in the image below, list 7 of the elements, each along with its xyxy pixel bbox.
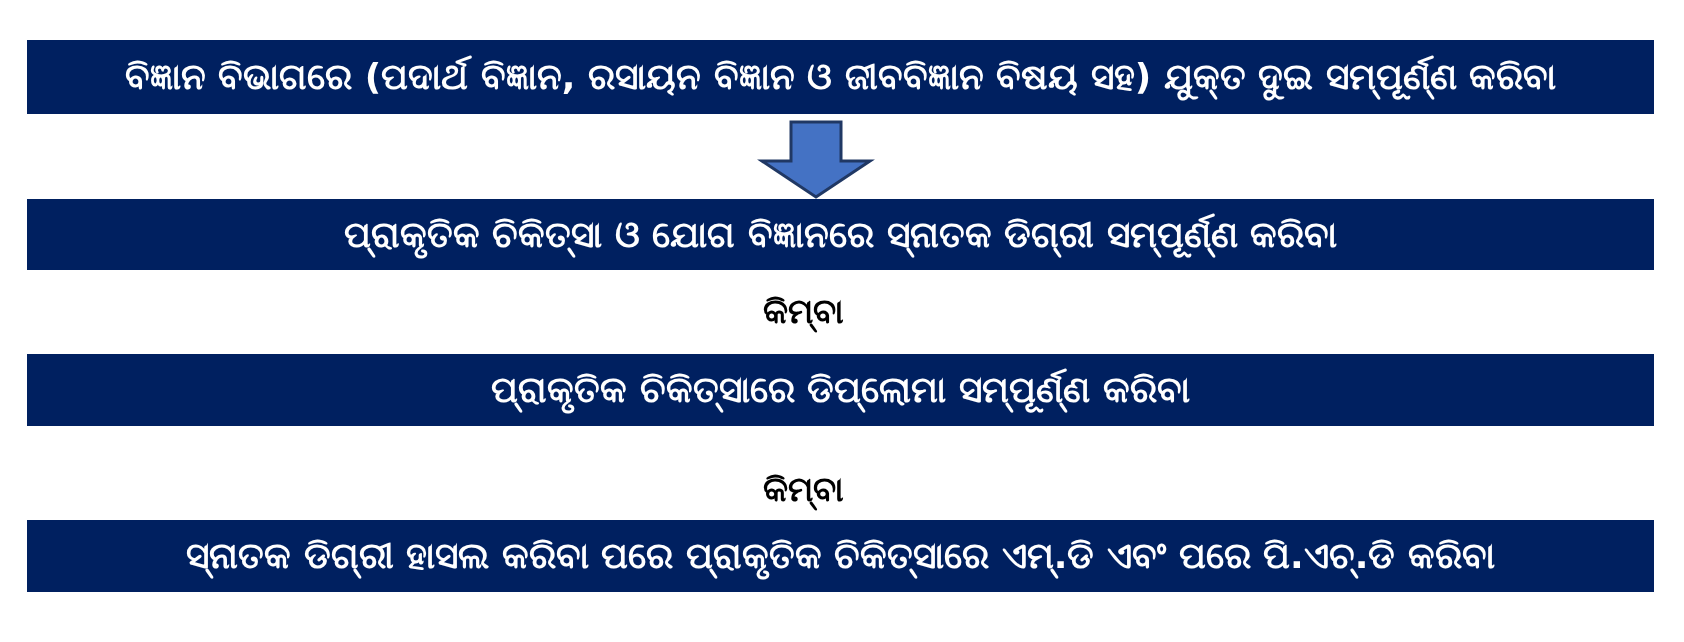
separator-label: କିମ୍ବା bbox=[762, 468, 844, 510]
block-arrow bbox=[757, 120, 875, 199]
banner: ସ୍ନାତକ ଡିଗ୍ରୀ ହାସଲ କରିବା ପରେ ପ୍ରାକୃତିକ ଚିକିତ୍ସାରେ ଏମ୍.ଡି ଏବଂ ପରେ ପି.ଏଚ୍.ଡି କରିବା bbox=[27, 520, 1654, 592]
banner: ପ୍ରାକୃତିକ ଚିକିତ୍ସା ଓ ଯୋଗ ବିଜ୍ଞାନରେ ସ୍ନାତକ ଡିଗ୍ରୀ ସମ୍ପୂର୍ଣ୍ଣ କରିବା bbox=[27, 199, 1654, 270]
banner: ବିଜ୍ଞାନ ବିଭାଗରେ (ପଦାର୍ଥ ବିଜ୍ଞାନ, ରସାୟନ ବିଜ୍ଞାନ ଓ ଜୀବବିଜ୍ଞାନ ବିଷୟ ସହ) ଯୁକ୍ତ ଦୁଇ ସମ୍ପୂର୍ଣ୍ଣ କରିବା bbox=[27, 40, 1654, 114]
separator-label: କିମ୍ବା bbox=[762, 290, 844, 332]
banner: ପ୍ରାକୃତିକ ଚିକିତ୍ସାରେ ଡିପ୍ଲୋମା ସମ୍ପୂର୍ଣ୍ଣ କରିବା bbox=[27, 354, 1654, 426]
